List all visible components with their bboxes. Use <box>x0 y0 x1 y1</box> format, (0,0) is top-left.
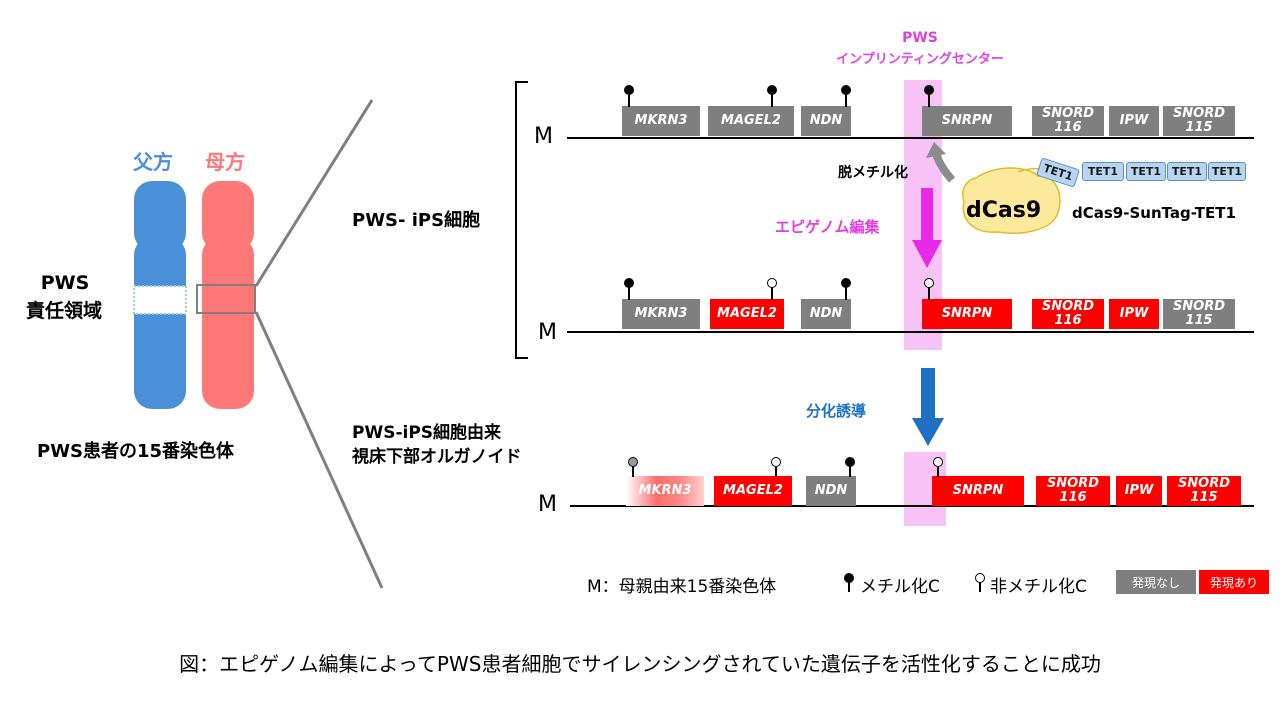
gene-magel2-row3: MAGEL2 <box>714 476 792 506</box>
methylated-c-icon <box>841 278 851 288</box>
mother-region-box <box>196 284 256 314</box>
chromosome-caption: PWS患者の15番染色体 <box>37 441 235 462</box>
ips-cell-label: PWS- iPS細胞 <box>352 210 481 231</box>
pws-region-label-1: PWS <box>40 272 90 294</box>
organoid-label-1: PWS-iPS細胞由来 <box>352 423 502 443</box>
legend-methyl-stem <box>848 580 850 592</box>
mother-label: 母方 <box>205 150 245 174</box>
gene-snord115-row2: SNORD 115 <box>1163 299 1235 329</box>
dcas9-blob <box>962 167 1061 234</box>
methylated-c-icon <box>845 457 855 467</box>
dcas9-label: dCas9 <box>966 198 1042 223</box>
gene-snord116-row3: SNORD 116 <box>1036 476 1110 506</box>
gene-snrpn-row1: SNRPN <box>922 106 1012 136</box>
demethylation-arrow-icon <box>926 142 956 183</box>
partially-methylated-c-icon <box>628 457 638 467</box>
demethylation-label: 脱メチル化 <box>838 165 908 181</box>
chromosome-pair <box>133 181 254 409</box>
unmethylated-c-icon <box>933 457 943 467</box>
gene-ipw-row2: IPW <box>1109 299 1159 329</box>
unmethylated-c-icon <box>771 457 781 467</box>
epigenome-editing-label: エピゲノム編集 <box>775 218 880 236</box>
dcas9-complex-label: dCas9-SunTag-TET1 <box>1072 204 1236 222</box>
methylated-c-icon <box>624 278 634 288</box>
unmethylated-c-icon <box>924 278 934 288</box>
legend-methylated-c-icon <box>844 573 854 583</box>
legend-not-expressed: 発現なし <box>1116 570 1196 594</box>
legend-methylated-label: メチル化C <box>860 577 940 597</box>
methyl-stem <box>771 92 773 107</box>
methyl-stem <box>937 465 939 477</box>
methyl-stem <box>849 465 851 477</box>
methyl-stem <box>928 285 930 300</box>
father-chromosome-lower <box>134 237 186 409</box>
imprinting-center-subtitle: インプリンティングセンター <box>836 52 1004 67</box>
tet1-tag-5: TET1 <box>1208 162 1246 181</box>
methyl-stem <box>845 92 847 107</box>
legend-expressed: 発現あり <box>1199 570 1269 594</box>
gene-snrpn-row3: SNRPN <box>932 476 1024 506</box>
epigenome-arrow-icon <box>912 188 942 268</box>
gene-snord115-row3: SNORD 115 <box>1167 476 1241 506</box>
legend-unmethyl-stem <box>979 580 981 592</box>
methylated-c-icon <box>767 85 777 95</box>
m-label-row3: M <box>538 492 557 517</box>
methyl-stem <box>775 465 777 477</box>
father-pws-region <box>133 285 187 315</box>
gene-snord116-row1: SNORD 116 <box>1032 106 1104 136</box>
m-label-row2: M <box>538 320 557 345</box>
figure-caption: 図：エピゲノム編集によってPWS患者細胞でサイレンシングされていた遺伝子を活性化… <box>179 652 1101 676</box>
m-label-row1: M <box>534 124 553 149</box>
differentiation-label: 分化誘導 <box>806 402 867 420</box>
methylated-c-icon <box>924 85 934 95</box>
gene-ndn-row2: NDN <box>801 299 851 329</box>
methyl-stem <box>628 285 630 300</box>
differentiation-arrow-icon <box>912 368 944 446</box>
gene-magel2-row1: MAGEL2 <box>708 106 794 136</box>
gene-ipw-row1: IPW <box>1109 106 1159 136</box>
gene-ndn-row1: NDN <box>801 106 851 136</box>
unmethylated-c-icon <box>767 278 777 288</box>
mother-chromosome-upper <box>202 181 254 251</box>
methylated-c-icon <box>624 85 634 95</box>
gene-mkrn3-row3: MKRN3 <box>626 476 704 506</box>
chromosome-line-row3 <box>570 505 1254 507</box>
imprinting-center-title: PWS <box>902 30 938 46</box>
methyl-stem <box>628 92 630 107</box>
father-label: 父方 <box>133 150 173 174</box>
tet1-tag-2: TET1 <box>1082 162 1124 181</box>
methyl-stem <box>845 285 847 300</box>
gene-snrpn-row2: SNRPN <box>922 299 1012 329</box>
chromosome-line-row2 <box>567 331 1254 333</box>
gene-ipw-row3: IPW <box>1116 476 1162 506</box>
gene-mkrn3-row2: MKRN3 <box>622 299 700 329</box>
legend-unmethylated-label: 非メチル化C <box>990 577 1087 597</box>
legend-m-description: M：母親由来15番染色体 <box>587 577 777 597</box>
methylated-c-icon <box>841 85 851 95</box>
gene-snord115-row1: SNORD 115 <box>1163 106 1235 136</box>
gene-mkrn3-row1: MKRN3 <box>622 106 700 136</box>
gene-magel2-row2: MAGEL2 <box>710 299 784 329</box>
legend-unmethylated-c-icon <box>975 573 985 583</box>
gene-ndn-row3: NDN <box>806 476 856 506</box>
pws-region-label-2: 責任領域 <box>25 300 102 322</box>
methyl-stem <box>632 465 634 477</box>
methyl-stem <box>928 92 930 107</box>
organoid-label-2: 視床下部オルガノイド <box>352 447 522 467</box>
methyl-stem <box>771 285 773 300</box>
gene-snord116-row2: SNORD 116 <box>1032 299 1104 329</box>
chromosome-line-row1 <box>567 137 1254 139</box>
tet1-tag-3: TET1 <box>1126 162 1166 181</box>
tet1-tag-4: TET1 <box>1167 162 1207 181</box>
mother-chromosome-lower <box>202 237 254 409</box>
father-chromosome-upper <box>134 181 186 251</box>
